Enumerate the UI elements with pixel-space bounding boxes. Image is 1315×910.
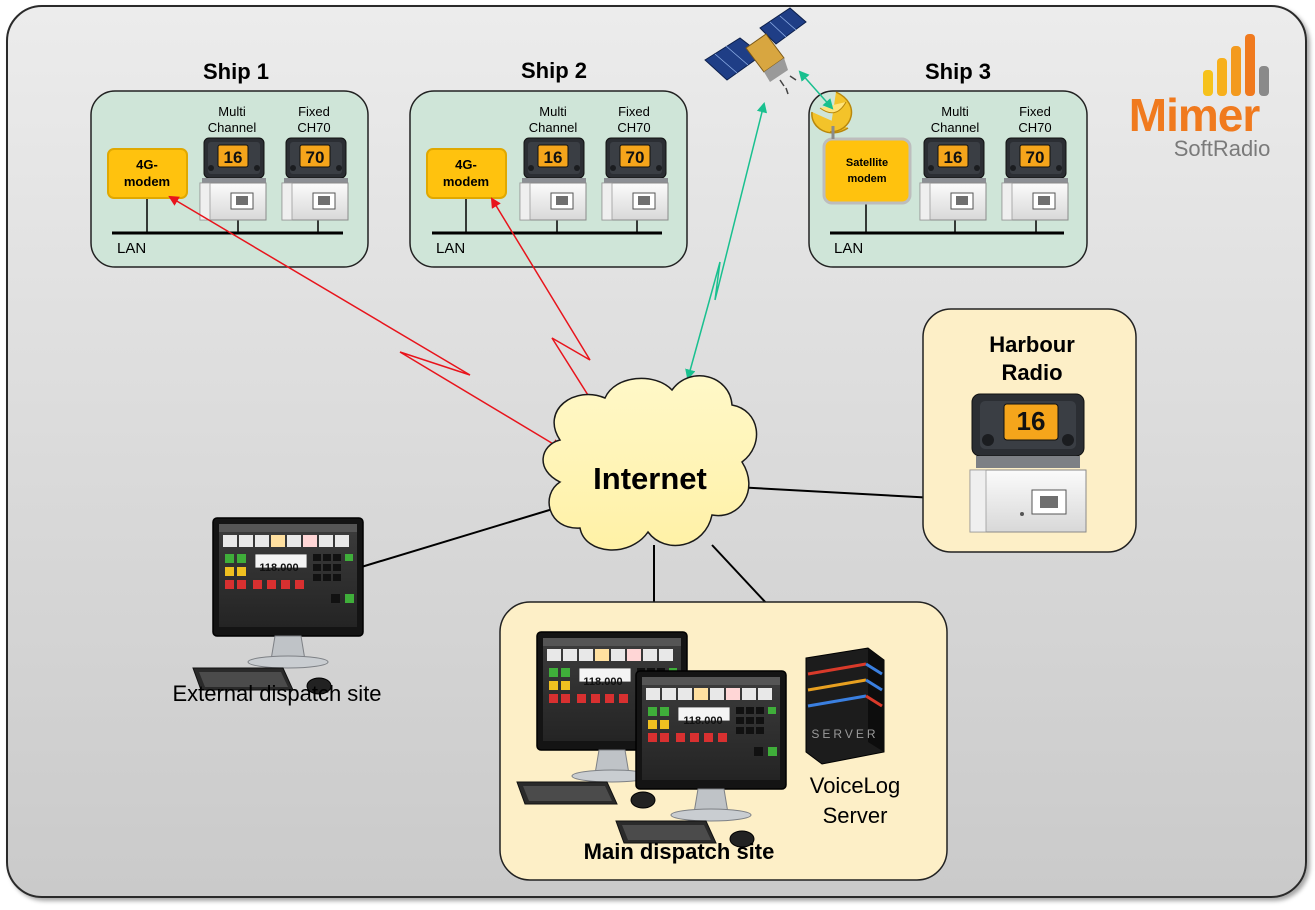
ship-3-radio-2-display: 70 <box>1026 148 1045 167</box>
ship-3-lan-label: LAN <box>834 240 863 257</box>
harbour-title-line-2: Radio <box>1001 360 1062 385</box>
ship-1-radio-2-label-line-1: Fixed <box>298 104 330 119</box>
logo-subtitle: SoftRadio <box>1174 136 1271 161</box>
ship-1-modem <box>107 148 188 199</box>
ship-2-radio-1-label-line-1: Multi <box>539 104 567 119</box>
ship-2-radio-1-label-line-2: Channel <box>529 120 578 135</box>
harbour-radio-display: 16 <box>1017 406 1046 436</box>
ship-2-radio-2-display: 70 <box>626 148 645 167</box>
ship-1-title: Ship 1 <box>203 59 269 84</box>
ship-3-satellite-modem <box>822 137 912 205</box>
mimer-logo-bars-icon <box>1203 34 1269 96</box>
ship-2-radio-1-display: 16 <box>544 148 563 167</box>
ship-1-cellular-link <box>168 195 562 450</box>
ship-3-radio-2-label-line-2: CH70 <box>1018 120 1051 135</box>
ship-2-cellular-link <box>490 197 612 432</box>
ship-1-radio-2-label-line-2: CH70 <box>297 120 330 135</box>
external-site-wired-link <box>357 507 557 569</box>
satellite-internet-link <box>685 101 768 381</box>
ship-3-radio-1-label-line-2: Channel <box>931 120 980 135</box>
main-site-label: Main dispatch site <box>584 839 775 864</box>
ship-1-radio-1-label-line-1: Multi <box>218 104 246 119</box>
ship-2-modem-line-1: 4G- <box>455 157 477 172</box>
ship-2-radio-2-label-line-1: Fixed <box>618 104 650 119</box>
ship-3-modem-line-2: modem <box>847 173 886 185</box>
ship-3-modem-line-1: Satellite <box>846 157 888 169</box>
external-site-label: External dispatch site <box>172 681 381 706</box>
ship-3-radio-1-label-line-1: Multi <box>941 104 969 119</box>
ship-2-lan-label: LAN <box>436 240 465 257</box>
ship-1-lan-label: LAN <box>117 240 146 257</box>
ship-3-radio-1-display: 16 <box>944 148 963 167</box>
ship-3-contents: Satellite modem LAN Multi Channel Fixed … <box>822 104 1069 257</box>
logo-name: Mimer <box>1129 89 1261 141</box>
server-label-line-1: VoiceLog <box>810 773 901 798</box>
ship-3-radio-2-label-line-1: Fixed <box>1019 104 1051 119</box>
ship-1-radio-1-label-line-2: Channel <box>208 120 257 135</box>
external-site-monitor <box>192 517 364 695</box>
ship-3-title: Ship 3 <box>925 59 991 84</box>
harbour-title-line-1: Harbour <box>989 332 1075 357</box>
satellite-icon <box>704 7 807 95</box>
server-icon <box>805 647 885 765</box>
ship-2-title: Ship 2 <box>521 58 587 83</box>
ship-1-radio-2-display: 70 <box>306 148 325 167</box>
main-site-frequency-1: 118.000 <box>583 676 622 688</box>
ship-2-modem-line-2: modem <box>443 174 489 189</box>
ship-1-modem-line-1: 4G- <box>136 157 158 172</box>
external-site-frequency: 118.000 <box>259 562 298 574</box>
ship-2-radio-2-label-line-2: CH70 <box>617 120 650 135</box>
main-site-frequency-2: 118.000 <box>683 715 722 727</box>
satellite-dish-link <box>798 70 834 110</box>
server-label-line-2: Server <box>823 803 888 828</box>
internet-label: Internet <box>593 461 707 496</box>
internet-cloud <box>542 375 758 551</box>
harbour-radio-icon <box>969 393 1087 533</box>
ship-1-modem-line-2: modem <box>124 174 170 189</box>
server-engraving: SERVER <box>811 727 878 741</box>
ship-1-radio-1-display: 16 <box>224 148 243 167</box>
